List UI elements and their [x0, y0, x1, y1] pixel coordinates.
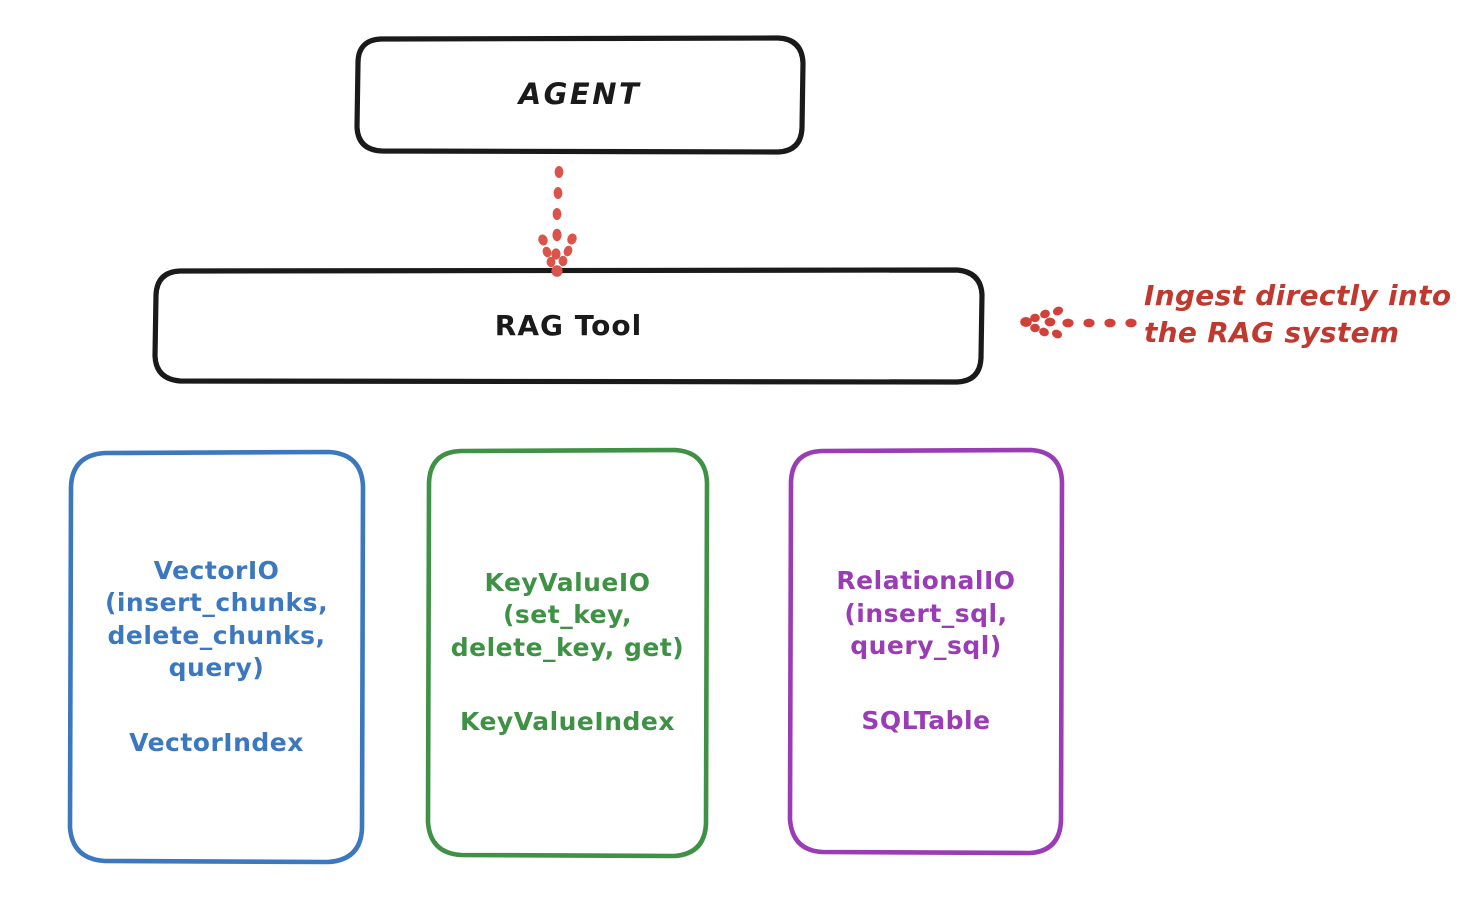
key-value-index-label: KeyValueIndex [460, 707, 675, 736]
agent-node-label: AGENT [518, 77, 642, 112]
agent-node[interactable]: AGENT [357, 38, 803, 152]
agent-box-outline [354, 35, 806, 155]
vector-io-box-outline [67, 449, 366, 865]
sql-table-label: SQLTable [861, 705, 991, 735]
relational-io-box-outline [787, 447, 1065, 856]
rag-tool-node[interactable]: RAG Tool [155, 270, 982, 382]
agent-to-rag-tool-connector-icon [538, 166, 577, 277]
key-value-io-api-label: KeyValueIO (set_key, delete_key, get) [450, 567, 685, 662]
vector-io-node[interactable]: VectorIO (insert_chunks, delete_chunks, … [70, 452, 363, 862]
ingest-to-rag-tool-connector-icon [1020, 306, 1137, 339]
rag-tool-box-outline [152, 267, 985, 385]
relational-io-api-label: RelationalIO (insert_sql, query_sql) [836, 566, 1016, 660]
vector-io-api-label: VectorIO (insert_chunks, delete_chunks, … [104, 555, 329, 683]
relational-io-node[interactable]: RelationalIO (insert_sql, query_sql) SQL… [790, 450, 1062, 852]
vector-index-label: VectorIndex [129, 727, 304, 757]
rag-tool-node-label: RAG Tool [494, 309, 643, 343]
key-value-io-node[interactable]: KeyValueIO (set_key, delete_key, get) Ke… [428, 450, 707, 855]
key-value-io-box-outline [425, 447, 710, 859]
ingest-annotation-label: Ingest directly into the RAG system [1144, 279, 1452, 349]
